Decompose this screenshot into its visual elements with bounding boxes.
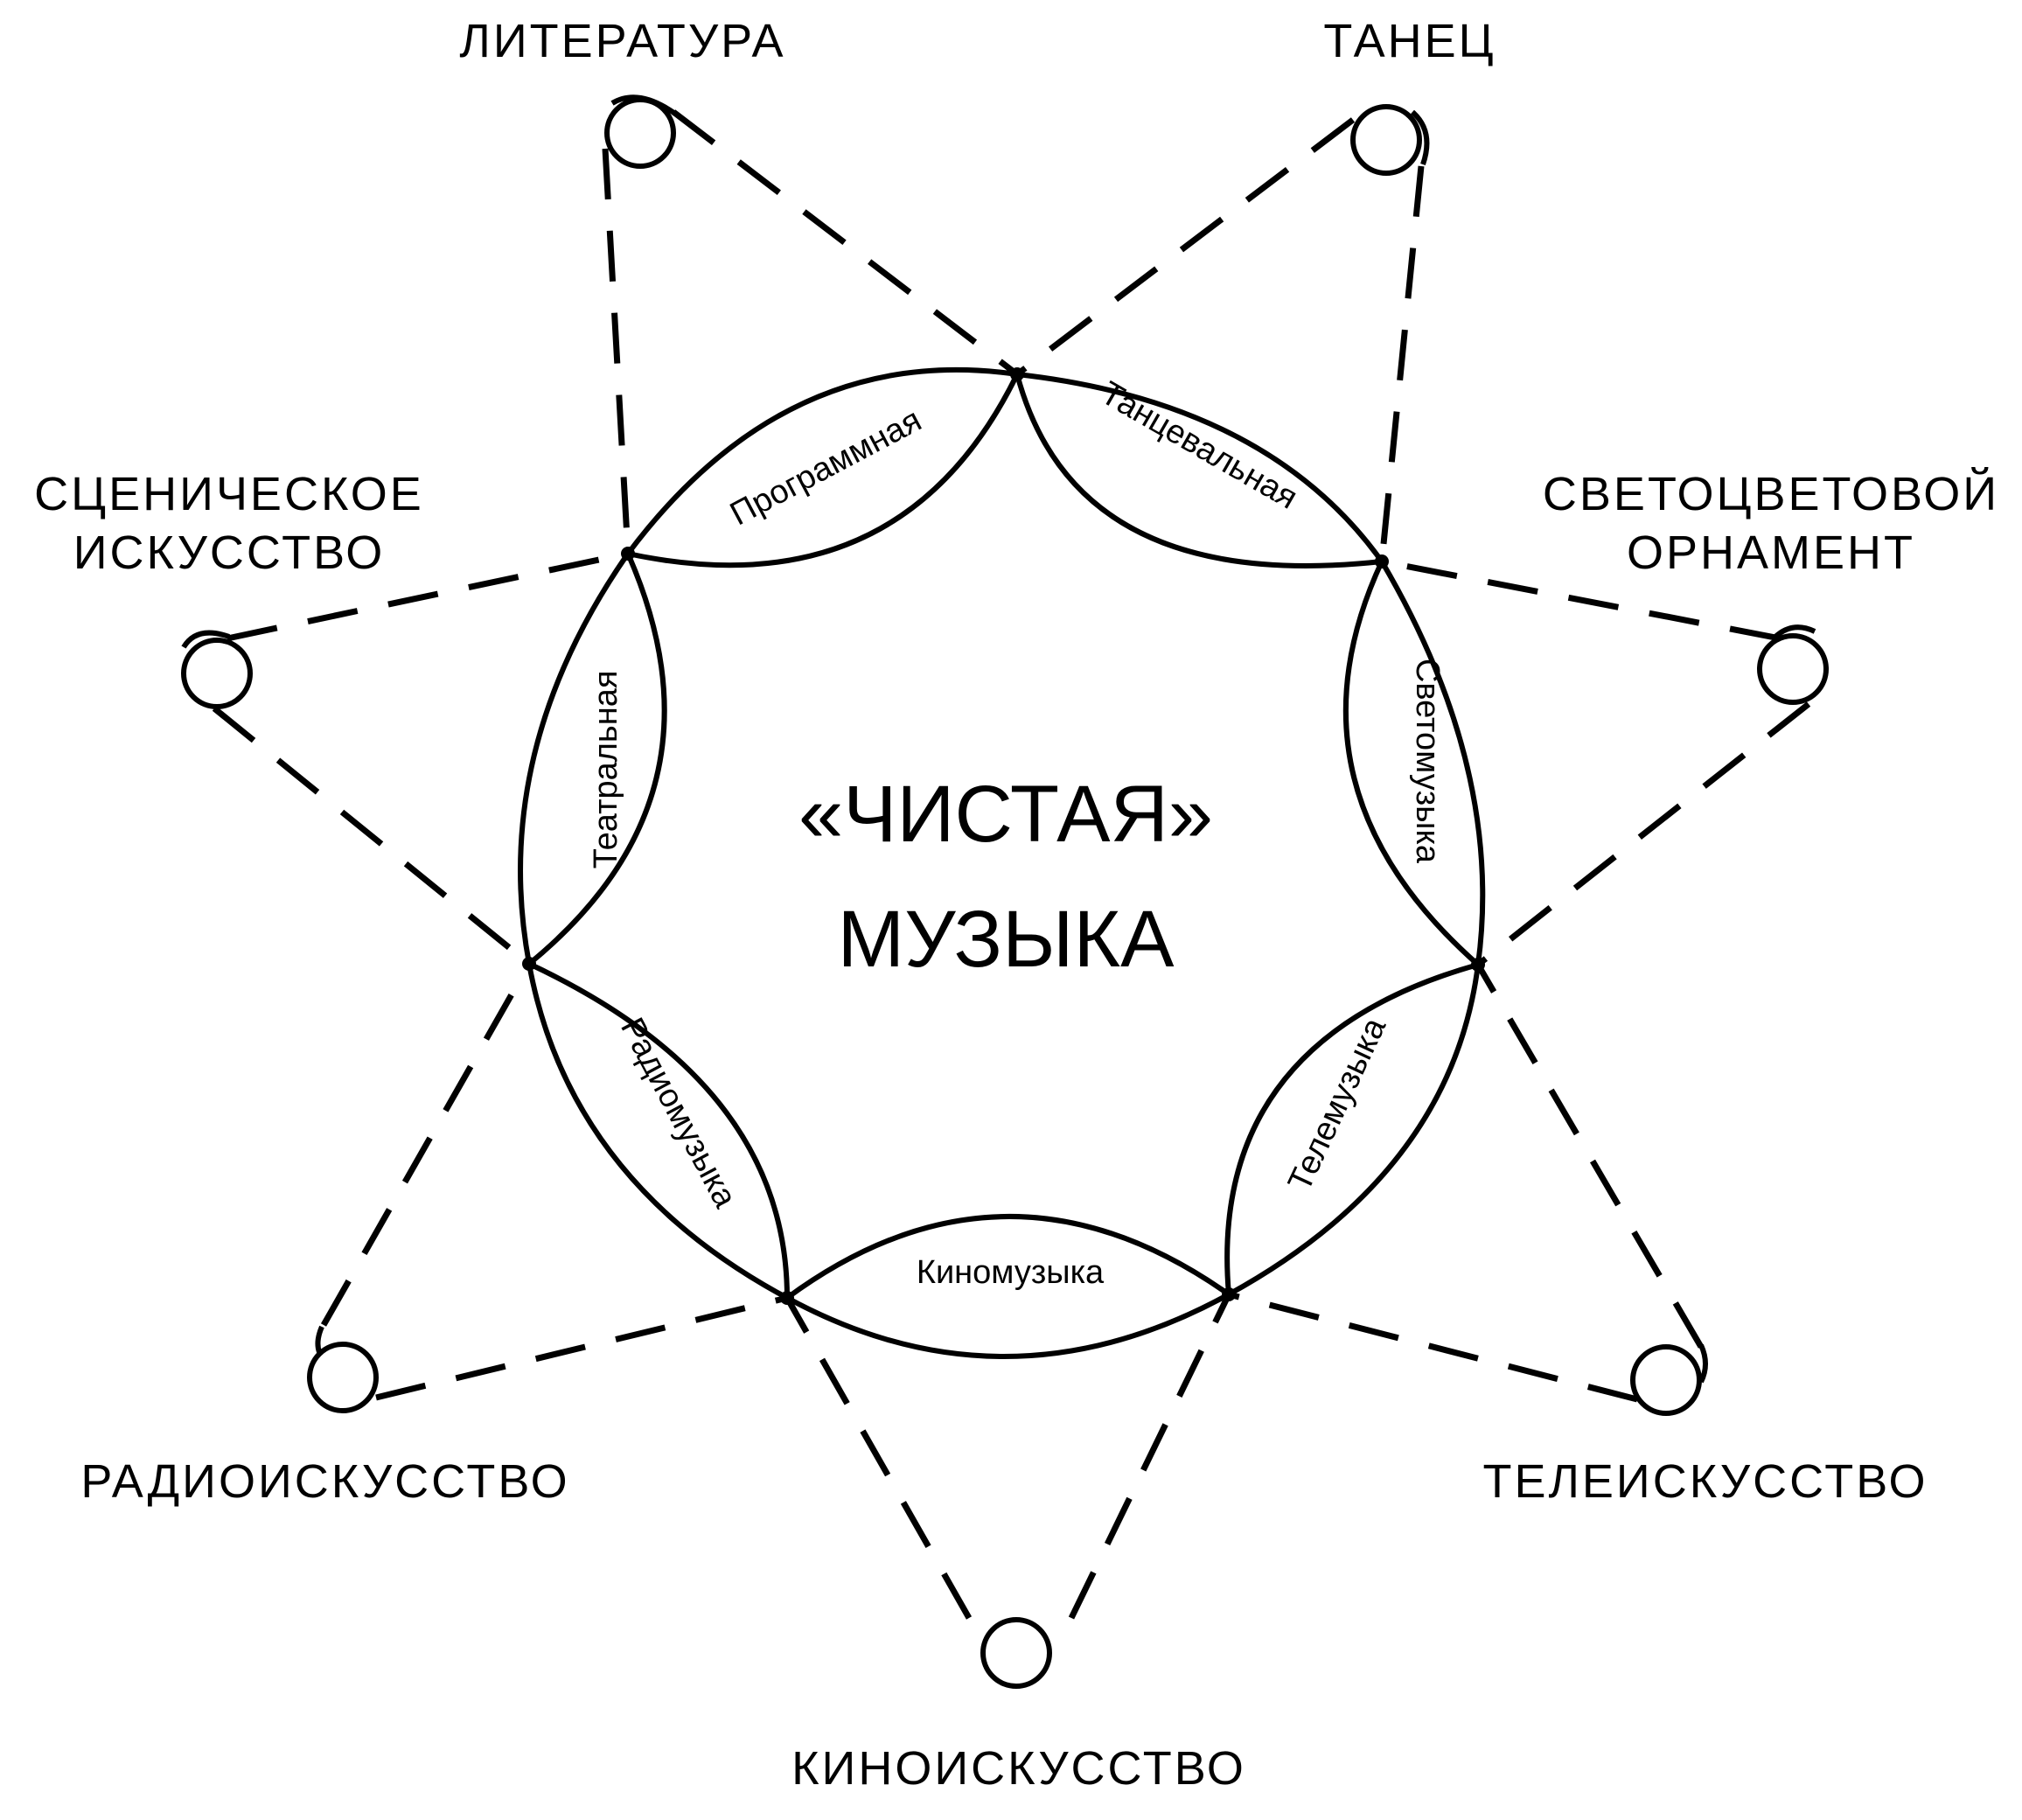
edge-radio-midleft [320, 962, 533, 1327]
edge-tv-midright [1475, 963, 1705, 1349]
center-line-2: МУЗЫКА [837, 895, 1175, 984]
label-light-1: СВЕТОЦВЕТОВОЙ [1543, 467, 1999, 520]
vertices [522, 367, 1485, 1305]
vertex-bottomleft [780, 1291, 794, 1305]
center-line-1: «ЧИСТАЯ» [798, 770, 1213, 859]
genre-dance: Танцевальная [1095, 375, 1304, 517]
vertex-upperleft [621, 547, 635, 561]
label-literature: ЛИТЕРАТУРА [459, 15, 785, 67]
label-dance: ТАНЕЦ [1323, 15, 1496, 67]
lens-tv [1224, 960, 1482, 1299]
dance-node [1350, 104, 1422, 176]
vertex-top [1010, 367, 1024, 381]
label-tv: ТЕЛЕИСКУССТВО [1482, 1455, 1928, 1508]
edge-literature-top [671, 109, 1020, 377]
vertex-midright [1471, 958, 1485, 972]
label-radio: РАДИОИСКУССТВО [80, 1455, 569, 1508]
edge-scenic-midleft [212, 706, 532, 966]
edge-radio-bottomleft [375, 1294, 788, 1401]
cinema-node [980, 1617, 1052, 1689]
edge-dance-upperright [1378, 165, 1425, 562]
vertex-bottomright [1222, 1287, 1236, 1301]
lens-radio [526, 959, 791, 1303]
vertex-upperright [1375, 554, 1389, 568]
lens-dance [1013, 371, 1387, 568]
edge-scenic-upperleft [227, 550, 629, 642]
dance-tail [1410, 109, 1430, 165]
genre-cinema: Киномузыка [917, 1254, 1105, 1291]
light-tail [1773, 624, 1816, 639]
vertex-midleft [522, 957, 536, 971]
tv-tail [1698, 1343, 1708, 1384]
edge-dance-top [1014, 117, 1356, 377]
genre-theatre: Театральная [588, 671, 624, 869]
scenic-node [181, 638, 253, 709]
edge-light-upperright [1381, 558, 1781, 642]
label-cinema: КИНОИСКУССТВО [791, 1742, 1246, 1795]
genre-tv: Телемузыка [1281, 1012, 1394, 1197]
genre-lenses [518, 366, 1486, 1359]
label-scenic-2: ИСКУССТВО [73, 526, 386, 579]
edge-cinema-bottomleft [784, 1296, 973, 1620]
edge-tv-bottomright [1228, 1291, 1638, 1403]
label-light-2: ОРНАМЕНТ [1627, 526, 1915, 579]
center-title: «ЧИСТАЯ» МУЗЫКА [798, 770, 1213, 984]
literature-node [604, 97, 676, 169]
edge-cinema-bottomright [1068, 1293, 1232, 1620]
radio-node [307, 1342, 379, 1413]
star-edges [212, 109, 1811, 1620]
art-nodes [181, 94, 1829, 1689]
genre-light: Светомузыка [1409, 659, 1446, 864]
genre-program: Программная [724, 401, 927, 533]
scenic-tail [181, 630, 230, 649]
edge-literature-upperleft [602, 148, 631, 554]
light-node [1757, 633, 1829, 705]
art-labels: ЛИТЕРАТУРА ТАНЕЦ СЦЕНИЧЕСКОЕ ИСКУССТВО С… [34, 15, 1999, 1795]
tv-node [1630, 1344, 1702, 1416]
label-scenic-1: СЦЕНИЧЕСКОЕ [34, 468, 424, 520]
edge-light-midright [1475, 701, 1811, 967]
